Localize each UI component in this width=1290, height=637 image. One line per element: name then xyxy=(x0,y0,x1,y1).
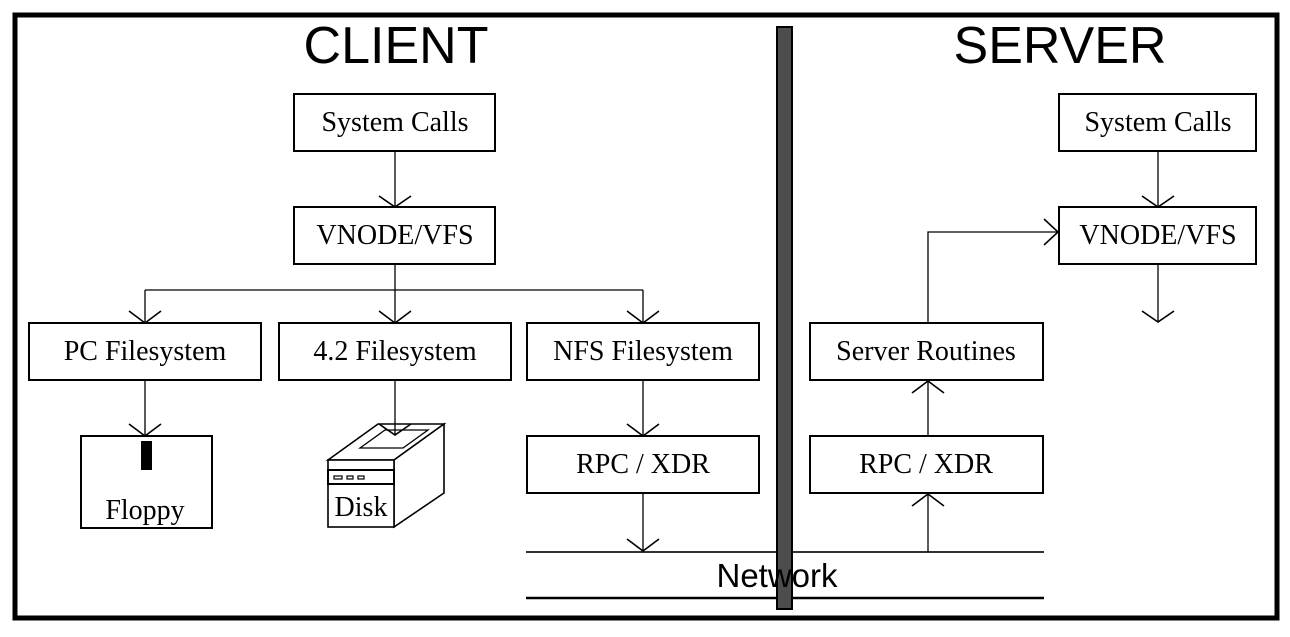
floppy-slot-icon xyxy=(141,441,152,470)
svg-text:RPC / XDR: RPC / XDR xyxy=(859,449,993,480)
arrowhead-nfs-filesystem xyxy=(626,310,660,324)
client-system-calls-box: System Calls xyxy=(293,93,496,152)
edge-server-routines-to-vnode xyxy=(927,218,1060,323)
edge-server-rpc-to-routines xyxy=(911,380,945,436)
fs42-filesystem-box: 4.2 Filesystem xyxy=(278,322,512,381)
disk-top-slot xyxy=(357,429,431,449)
network-label: Network xyxy=(716,557,838,594)
edge-client-syscalls-to-vnode xyxy=(378,151,412,208)
svg-text:VNODE/VFS: VNODE/VFS xyxy=(1079,220,1236,251)
svg-text:NFS Filesystem: NFS Filesystem xyxy=(553,336,733,367)
svg-text:System Calls: System Calls xyxy=(321,107,468,138)
server-routines-box: Server Routines xyxy=(809,322,1044,381)
svg-text:Floppy: Floppy xyxy=(105,495,184,526)
client-server-divider xyxy=(776,26,793,610)
client-vnode-vfs-box: VNODE/VFS xyxy=(293,206,496,265)
client-rpc-xdr-box: RPC / XDR xyxy=(526,435,760,494)
svg-text:4.2 Filesystem: 4.2 Filesystem xyxy=(313,336,477,367)
edge-server-syscalls-to-vnode xyxy=(1141,151,1175,208)
disk-light-1 xyxy=(333,475,343,480)
edge-network-to-server-rpc xyxy=(911,493,945,552)
outer-frame xyxy=(12,12,1280,621)
svg-text:System Calls: System Calls xyxy=(1084,107,1231,138)
client-heading: CLIENT xyxy=(304,17,489,75)
svg-text:RPC / XDR: RPC / XDR xyxy=(576,449,710,480)
edge-fs42-to-disk xyxy=(378,380,412,436)
svg-text:Server Routines: Server Routines xyxy=(836,336,1016,367)
floppy-device: Floppy xyxy=(80,435,213,529)
svg-text:PC Filesystem: PC Filesystem xyxy=(64,336,227,367)
disk-light-2 xyxy=(346,475,354,480)
disk-drive-bay xyxy=(327,469,395,485)
server-vnode-vfs-box: VNODE/VFS xyxy=(1058,206,1257,265)
disk-device: Disk xyxy=(325,422,447,529)
disk-light-3 xyxy=(357,475,365,480)
edge-client-vnode-fanout xyxy=(128,264,660,324)
arrowhead-pc-filesystem xyxy=(128,310,162,324)
edge-nfs-to-rpc xyxy=(626,380,660,437)
svg-text:VNODE/VFS: VNODE/VFS xyxy=(316,220,473,251)
server-system-calls-box: System Calls xyxy=(1058,93,1257,152)
nfs-filesystem-box: NFS Filesystem xyxy=(526,322,760,381)
edge-client-rpc-to-network xyxy=(626,493,660,552)
server-heading: SERVER xyxy=(954,17,1167,75)
arrowhead-fs42 xyxy=(378,310,412,324)
edge-pc-filesystem-to-floppy xyxy=(128,380,162,437)
server-rpc-xdr-box: RPC / XDR xyxy=(809,435,1044,494)
svg-text:Disk: Disk xyxy=(335,492,388,523)
edge-server-vnode-down xyxy=(1141,264,1175,323)
pc-filesystem-box: PC Filesystem xyxy=(28,322,262,381)
